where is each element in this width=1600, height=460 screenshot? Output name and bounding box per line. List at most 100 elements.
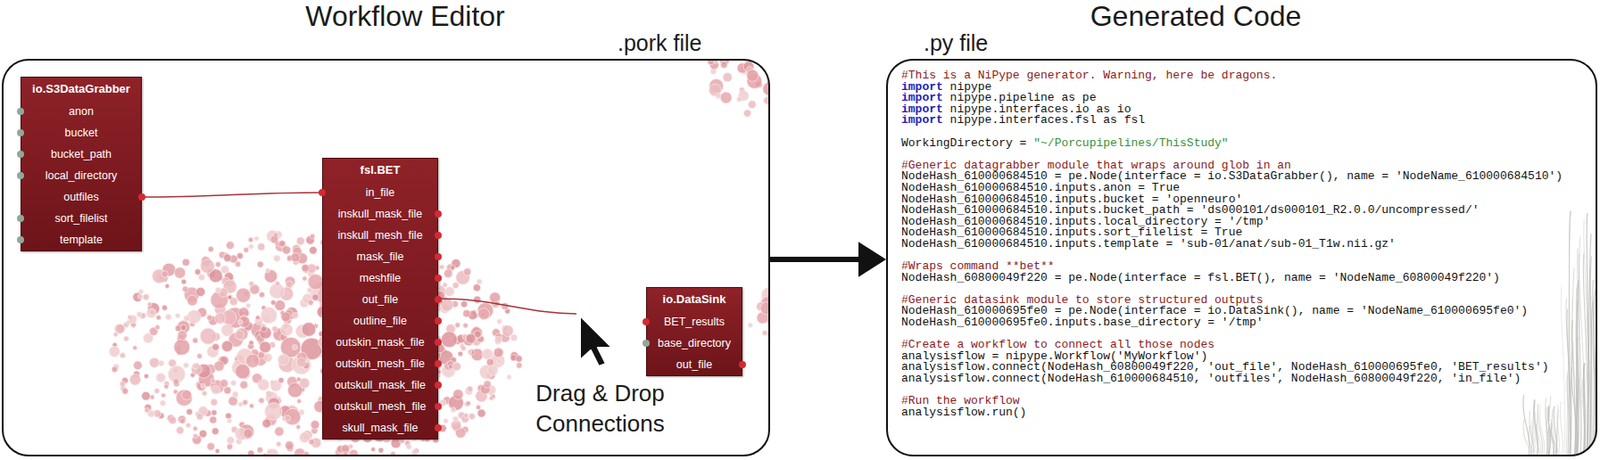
bubble bbox=[155, 325, 160, 331]
output-port-dot bbox=[434, 403, 442, 411]
code-line: NodeHash_610000684510.inputs.local_direc… bbox=[901, 216, 1563, 229]
port-name: outline_file bbox=[353, 310, 407, 332]
module-title: io.DataSink bbox=[646, 288, 742, 312]
bubble bbox=[272, 326, 278, 332]
bubble bbox=[179, 418, 185, 424]
bubble bbox=[453, 389, 464, 400]
port-name: inskull_mask_file bbox=[338, 203, 423, 225]
panel-heading: Workflow Editor bbox=[305, 0, 505, 34]
port-row: bucket bbox=[21, 122, 141, 144]
bubble bbox=[212, 343, 220, 351]
bubble bbox=[234, 331, 244, 340]
code-line: import nipype bbox=[901, 82, 1563, 94]
grey-streak bbox=[1531, 412, 1535, 456]
bubble bbox=[182, 390, 192, 401]
bubble bbox=[497, 319, 503, 325]
input-port-dot bbox=[16, 129, 25, 137]
bubble bbox=[221, 340, 233, 353]
bubble bbox=[286, 281, 294, 289]
callout-label: Drag & Drop Connections bbox=[522, 378, 679, 440]
input-port-dot bbox=[16, 215, 25, 223]
bubble bbox=[248, 237, 254, 243]
port-name: outskull_mask_file bbox=[334, 374, 426, 397]
bubble bbox=[257, 243, 266, 251]
bubble bbox=[276, 441, 282, 448]
bubble bbox=[147, 302, 152, 307]
port-row: outskin_mask_file bbox=[323, 331, 438, 354]
port-row: local_directory bbox=[21, 165, 141, 187]
input-port-dot bbox=[16, 236, 25, 244]
bubble bbox=[378, 447, 384, 454]
bubble bbox=[258, 291, 265, 298]
bubble bbox=[265, 403, 283, 422]
port-name: local_directory bbox=[45, 165, 118, 187]
code-line: #Generic datasink module to store struct… bbox=[901, 295, 1563, 307]
bubble bbox=[136, 312, 142, 318]
bubble bbox=[192, 338, 199, 344]
port-name: outskin_mesh_file bbox=[335, 353, 425, 375]
code-line: analysisflow.connect(NodeHash_60800049f2… bbox=[901, 362, 1563, 374]
bubble bbox=[183, 315, 191, 323]
code-line: #Wraps command **bet** bbox=[901, 261, 1563, 274]
grey-streak bbox=[1569, 352, 1572, 456]
bubble bbox=[197, 354, 203, 360]
grey-streak bbox=[1557, 405, 1559, 456]
bubble bbox=[164, 384, 169, 390]
code-line: import nipype.interfaces.fsl as fsl bbox=[901, 115, 1563, 127]
bubble bbox=[301, 323, 316, 338]
bubble bbox=[476, 279, 482, 285]
bubble bbox=[259, 341, 272, 354]
bubble bbox=[141, 391, 151, 401]
code-line: analysisflow.run() bbox=[901, 407, 1563, 420]
port-row: bucket_path bbox=[21, 143, 141, 166]
port-row: mask_file bbox=[323, 246, 438, 268]
bubble bbox=[467, 349, 473, 355]
bubble bbox=[191, 364, 198, 370]
bubble bbox=[161, 271, 168, 278]
bubble bbox=[248, 244, 254, 249]
bubble bbox=[209, 416, 217, 424]
code-line: NodeHash_610000684510.inputs.bucket = 'o… bbox=[901, 194, 1563, 207]
connector bbox=[141, 192, 323, 198]
bubble bbox=[283, 408, 301, 426]
bubble bbox=[236, 288, 251, 303]
port-row: outskin_mesh_file bbox=[323, 353, 438, 375]
bubble bbox=[296, 424, 301, 430]
output-port-dot bbox=[434, 317, 442, 325]
bubble bbox=[220, 380, 229, 389]
bubble bbox=[180, 324, 187, 332]
bubble bbox=[183, 363, 190, 369]
bubble bbox=[199, 328, 216, 345]
bubble bbox=[246, 354, 260, 368]
bubble bbox=[273, 255, 282, 263]
connector-arrow bbox=[770, 256, 861, 263]
bubble bbox=[475, 405, 481, 410]
bubble bbox=[312, 294, 320, 302]
bubble bbox=[478, 308, 490, 321]
bubble bbox=[175, 314, 181, 319]
bubble bbox=[464, 413, 469, 418]
port-row: anon bbox=[21, 100, 141, 123]
port-name: meshfile bbox=[359, 267, 402, 290]
bubble bbox=[238, 316, 250, 329]
bubble bbox=[122, 388, 129, 395]
port-name: BET_results bbox=[663, 311, 725, 333]
output-port-dot bbox=[434, 232, 442, 240]
bubble bbox=[460, 300, 468, 308]
output-port-dot bbox=[434, 253, 442, 261]
bubble bbox=[196, 414, 203, 421]
bubble bbox=[274, 300, 286, 312]
bubble bbox=[259, 327, 272, 340]
bubble bbox=[464, 268, 472, 276]
bubble bbox=[176, 427, 184, 435]
bubble bbox=[214, 361, 224, 372]
bubble bbox=[443, 269, 453, 279]
bubble bbox=[722, 72, 732, 82]
bubble bbox=[156, 373, 166, 383]
bubble bbox=[284, 415, 291, 423]
bubble bbox=[207, 442, 216, 451]
bubble bbox=[215, 313, 226, 324]
bubble bbox=[747, 100, 756, 109]
bubble bbox=[240, 381, 249, 390]
bubble bbox=[210, 379, 216, 385]
